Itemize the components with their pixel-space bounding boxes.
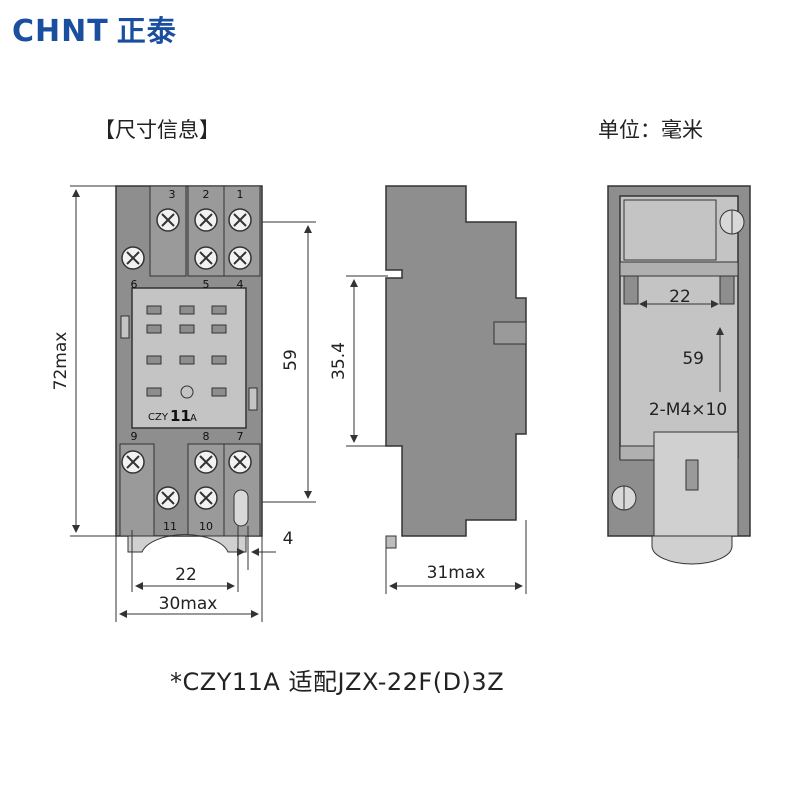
terminal-2: 2 [203,188,210,201]
terminal-10: 10 [199,520,213,533]
brand-latin: CHNT [12,14,109,49]
side-body [385,185,527,537]
dim-rail: 35.4 [329,342,349,380]
dim-height-inner: 59 [281,349,301,371]
terminal-6: 6 [131,278,138,291]
model-suffix: A [190,413,197,424]
terminal-11: 11 [163,520,177,533]
unit-label: 单位：毫米 [598,118,703,142]
caption: *CZY11A 适配JZX-22F(D)3Z [170,668,505,696]
model-number: 11 [170,407,191,425]
side-view [385,185,527,549]
side-dimensions [346,275,527,594]
section-title: 【尺寸信息】 [94,118,220,142]
dim-mount-pitch: 59 [682,349,704,369]
dim-width-inner: 22 [175,565,197,585]
terminal-5: 5 [203,278,210,291]
dim-mount-width: 22 [669,287,691,307]
terminal-3: 3 [169,188,176,201]
back-view [607,185,751,565]
terminal-9: 9 [131,430,138,443]
terminal-1: 1 [237,188,244,201]
front-dimensions [70,185,316,622]
terminal-8: 8 [203,430,210,443]
model-label: CZY [148,412,169,423]
terminal-4: 4 [237,278,244,291]
dim-height-max: 72max [51,332,71,391]
brand-chinese: 正泰 [116,14,177,48]
dim-screws: 2-M4×10 [649,400,727,420]
back-dimensions [639,300,724,392]
dim-width-max: 30max [159,594,218,614]
dim-hole-gap: 4 [283,529,294,549]
front-view: 3 2 1 6 5 4 9 8 7 11 10 CZY 11 A [115,185,263,553]
terminal-7: 7 [237,430,244,443]
dim-depth-max: 31max [427,563,486,583]
